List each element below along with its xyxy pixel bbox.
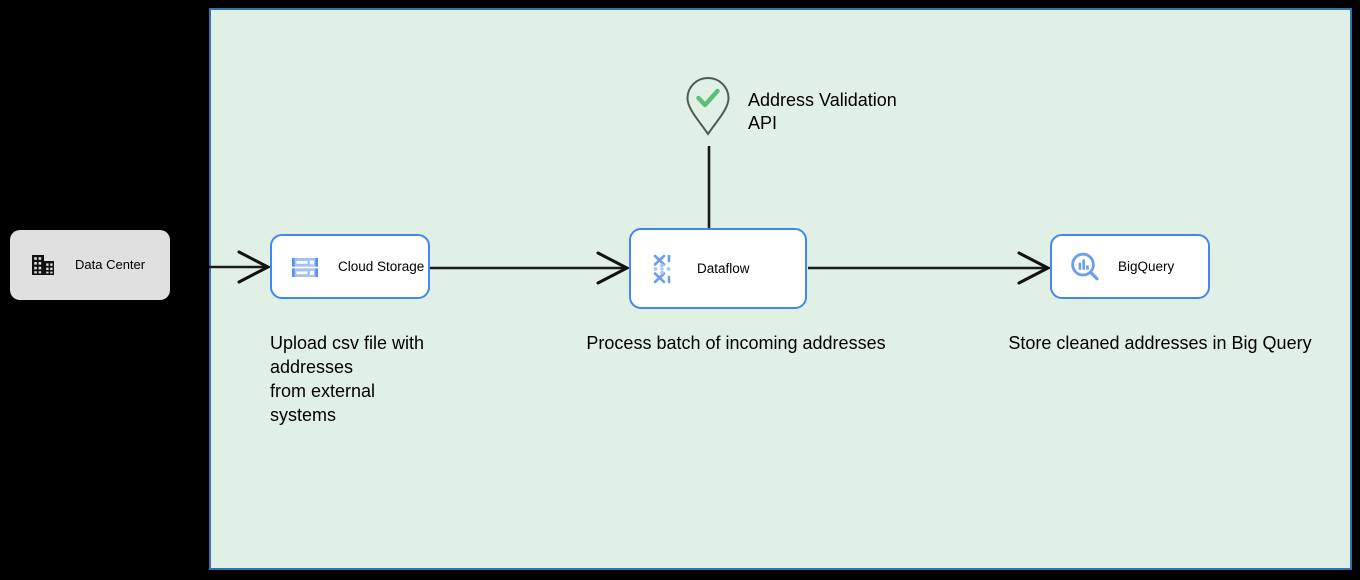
dataflow-label: Dataflow <box>697 261 750 276</box>
cloud-storage-icon <box>288 250 322 284</box>
bigquery-label: BigQuery <box>1118 259 1175 274</box>
dataflow-icon <box>647 252 681 286</box>
bigquery-magnifier-icon <box>1068 250 1102 284</box>
caption-dataflow: Process batch of incoming addresses <box>586 333 886 353</box>
node-cloud-storage[interactable]: Cloud Storage <box>270 234 430 299</box>
node-bigquery[interactable]: BigQuery <box>1050 234 1210 299</box>
address-validation-api-label: Address Validation API <box>748 90 897 133</box>
map-pin-check-icon <box>685 76 731 136</box>
caption-cloud-storage: Upload csv file with addresses from exte… <box>270 333 425 425</box>
cloud-storage-label: Cloud Storage <box>338 259 425 274</box>
data-center-building-icon <box>29 251 57 279</box>
node-dataflow[interactable]: Dataflow <box>629 228 807 309</box>
caption-bigquery: Store cleaned addresses in Big Query <box>1008 333 1312 353</box>
node-data-center[interactable]: Data Center <box>10 230 170 300</box>
data-center-label: Data Center <box>75 257 146 273</box>
